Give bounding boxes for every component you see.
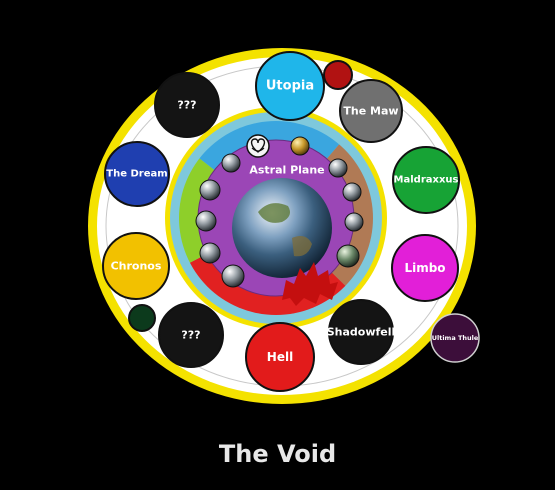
realm-ultima-thule-label: Ultima Thule: [432, 334, 479, 342]
realm-utopia[interactable]: Utopia: [255, 51, 325, 121]
realm-unknown-upper-label: ???: [177, 99, 196, 112]
realm-hell[interactable]: Hell: [245, 322, 315, 392]
sphere-icon: [328, 158, 348, 178]
red-crest-emblem: [282, 262, 338, 306]
realm-small-green[interactable]: [128, 304, 156, 332]
sphere-icon: [344, 212, 364, 232]
sphere-icon: [221, 153, 241, 173]
earth-globe: [232, 178, 332, 278]
realm-maldraxxus[interactable]: Maldraxxus: [392, 146, 460, 214]
realm-limbo[interactable]: Limbo: [391, 234, 459, 302]
earth-continent: [258, 203, 290, 223]
sphere-icon: [336, 244, 360, 268]
realm-the-dream-label: The Dream: [106, 169, 167, 180]
realm-shadowfell-label: Shadowfell: [327, 326, 396, 339]
realm-maldraxxus-label: Maldraxxus: [394, 175, 459, 186]
realm-unknown-lower[interactable]: ???: [158, 302, 224, 368]
realm-limbo-label: Limbo: [404, 261, 445, 275]
sphere-icon: [221, 264, 245, 288]
realm-chronos-label: Chronos: [111, 260, 162, 273]
realm-the-maw-label: The Maw: [343, 105, 398, 118]
realm-the-dream[interactable]: The Dream: [104, 141, 170, 207]
realm-chronos[interactable]: Chronos: [102, 232, 170, 300]
heart-swirl-icon: [246, 134, 270, 158]
realm-shadowfell[interactable]: Shadowfell: [327, 299, 396, 365]
sphere-icon: [290, 136, 310, 156]
sphere-icon: [199, 179, 221, 201]
orbit-spheres: [195, 136, 364, 288]
sphere-icon: [199, 242, 221, 264]
earth-continent: [292, 236, 312, 257]
realm-the-maw[interactable]: The Maw: [339, 79, 403, 143]
realm-hell-label: Hell: [267, 350, 293, 364]
astral-plane-label: Astral Plane: [249, 164, 324, 177]
realm-unknown-upper[interactable]: ???: [154, 72, 220, 138]
sphere-icon: [342, 182, 362, 202]
sphere-icon: [195, 210, 217, 232]
page-title: The Void: [218, 440, 337, 468]
realm-utopia-label: Utopia: [266, 79, 314, 94]
realm-ultima-thule[interactable]: Ultima Thule: [430, 313, 480, 363]
realm-small-red[interactable]: [323, 60, 353, 90]
realm-unknown-lower-label: ???: [181, 329, 200, 342]
